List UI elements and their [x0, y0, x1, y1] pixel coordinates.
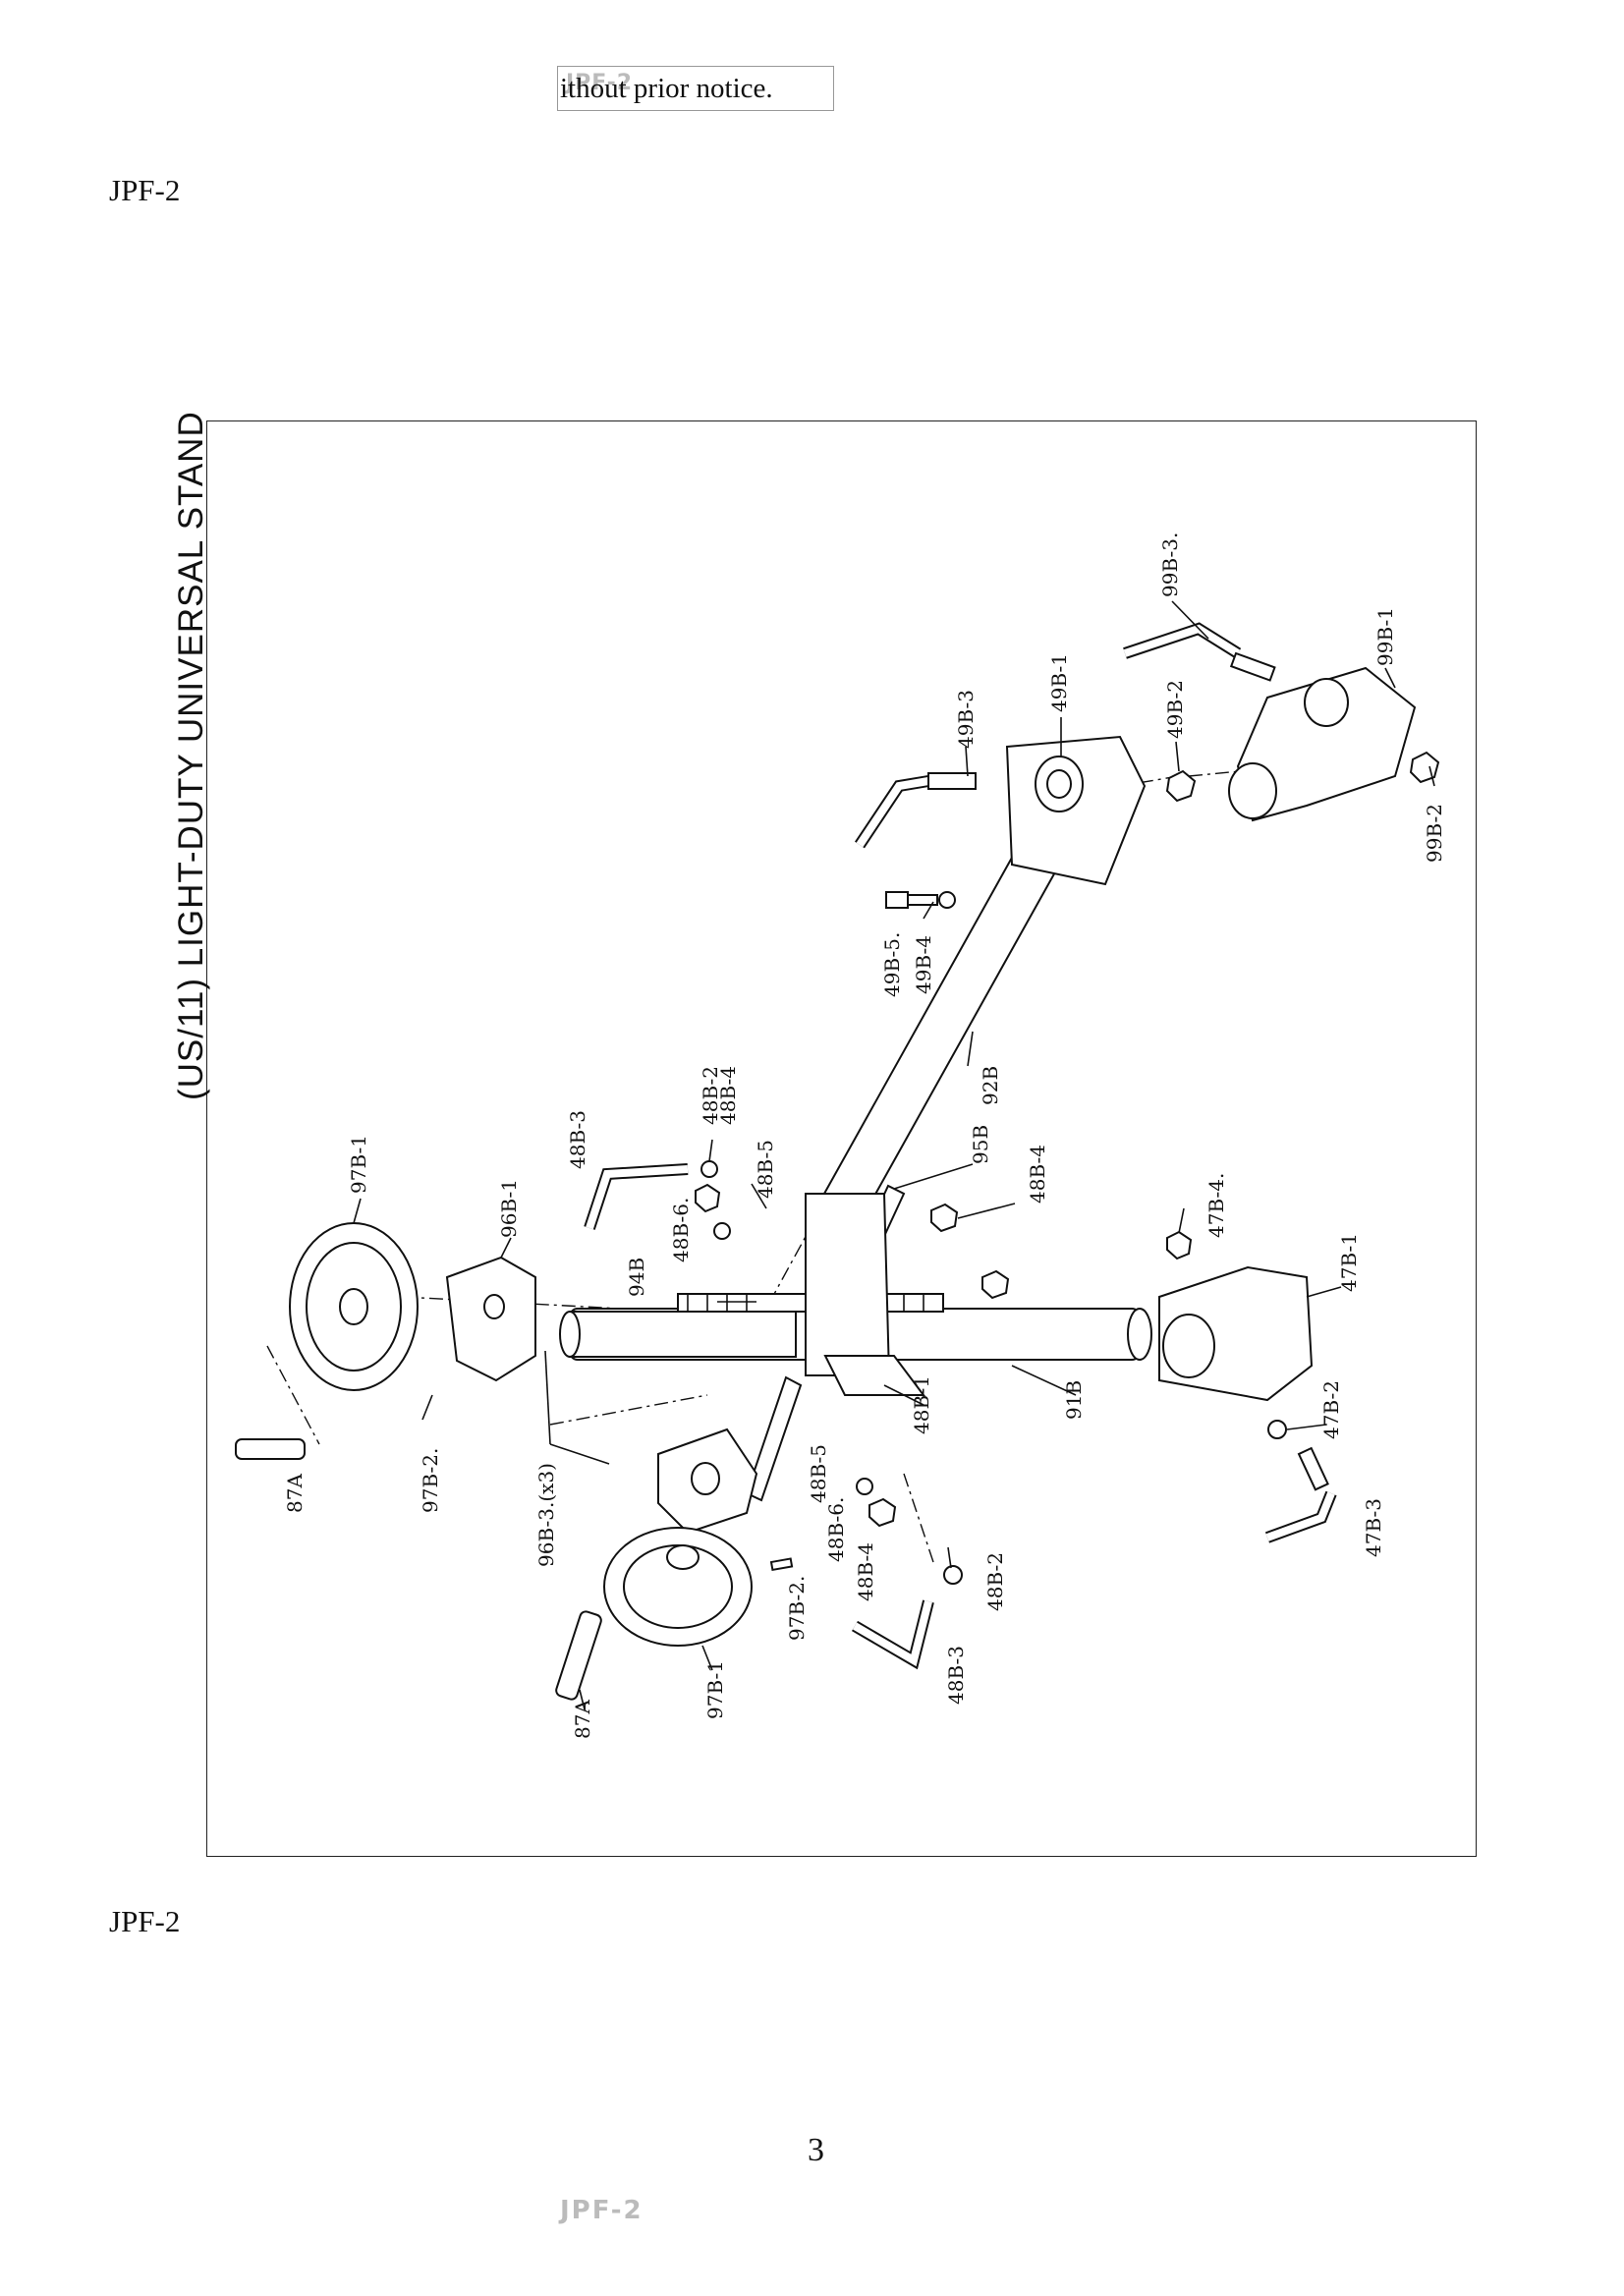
footer-watermark: JPF-2: [560, 2196, 644, 2225]
small-fasteners: [695, 1160, 1010, 1585]
label-96B-1: 96B-1: [497, 1179, 521, 1238]
head-49B-1: [1005, 735, 1147, 886]
label-48B-1: 48B-1: [910, 1375, 933, 1434]
bolt-49B-5: [885, 891, 956, 909]
shaft-94B: [559, 1311, 797, 1358]
label-94B: 94B: [625, 1258, 648, 1297]
notice-text: ithout prior notice.: [560, 73, 773, 104]
handwheel-97B-1-top: [289, 1222, 419, 1391]
notice-watermark: JPF-2: [566, 71, 634, 95]
collar-96B-1: [445, 1256, 536, 1382]
label-97B-1-top: 97B-1: [347, 1135, 370, 1194]
label-48B-6-bot: 48B-6.: [824, 1497, 848, 1562]
label-47B-1: 47B-1: [1337, 1233, 1361, 1292]
label-97B-2-left: 97B-2.: [419, 1448, 442, 1513]
handle-49B-3: [855, 772, 977, 849]
label-92B: 92B: [979, 1066, 1002, 1105]
label-87A-bot: 87A: [571, 1700, 594, 1739]
nuts-47B: [1166, 1230, 1287, 1439]
label-49B-3: 49B-3: [954, 690, 978, 749]
leader-lines: [353, 600, 1435, 1710]
label-99B-3: 99B-3.: [1158, 532, 1182, 597]
label-49B-2: 49B-2: [1163, 680, 1187, 739]
label-87A-left: 87A: [283, 1474, 307, 1513]
label-97B-1-bot: 97B-1: [703, 1660, 727, 1719]
label-95B: 95B: [969, 1125, 992, 1164]
label-48B-4-top: 48B-4: [716, 1066, 740, 1125]
clamp-99B-1: [1228, 666, 1417, 822]
page-number: 3: [808, 2132, 824, 2168]
label-48B-5-top: 48B-5: [754, 1140, 777, 1199]
handwheel-97B-1-bottom: [603, 1527, 753, 1647]
label-99B-1: 99B-1: [1373, 607, 1397, 666]
label-48B-2-top: 48B-2: [699, 1066, 722, 1125]
label-49B-4: 49B-4: [912, 935, 935, 994]
label-47B-3: 47B-3: [1362, 1498, 1385, 1557]
handle-47B-3: [1264, 1446, 1337, 1543]
label-97B-2-bot: 97B-2.: [785, 1576, 809, 1641]
clamp-47B-1: [1158, 1265, 1314, 1402]
lower-thread: [745, 1375, 803, 1502]
label-48B-2-bot: 48B-2: [983, 1552, 1007, 1611]
model-label-bottom: JPF-2: [109, 1904, 181, 1938]
label-96B-3: 96B-3.(x3): [534, 1463, 558, 1567]
label-47B-4: 47B-4.: [1204, 1173, 1228, 1238]
handle-99B-3: [1123, 622, 1276, 682]
label-48B-4-mid: 48B-4: [1026, 1145, 1049, 1204]
label-48B-4-bot: 48B-4: [854, 1542, 877, 1601]
label-99B-2: 99B-2: [1423, 804, 1446, 863]
assembly-center-lines: [266, 756, 1396, 1563]
label-48B-6-top: 48B-6.: [669, 1198, 693, 1262]
label-49B-1: 49B-1: [1047, 653, 1071, 712]
label-48B-5-bot: 48B-5: [807, 1444, 830, 1503]
handles-48B-3: [584, 1163, 934, 1670]
label-49B-5: 49B-5.: [880, 932, 904, 997]
diagram-frame: [206, 420, 1477, 1857]
collar-lower: [657, 1428, 758, 1535]
handle-87A: [235, 1438, 602, 1701]
label-48B-3-bot: 48B-3: [944, 1646, 968, 1705]
part-labels: 99B-3. 99B-1 49B-1 49B-3 49B-2 99B-2 49B…: [283, 532, 1446, 1739]
model-label-top: JPF-2: [109, 173, 181, 207]
notice-box: [557, 66, 834, 111]
label-91B: 91B: [1062, 1380, 1086, 1420]
block-48B-1: [805, 1193, 925, 1396]
label-47B-2: 47B-2: [1319, 1380, 1343, 1439]
label-48B-3-top: 48B-3: [566, 1110, 589, 1169]
